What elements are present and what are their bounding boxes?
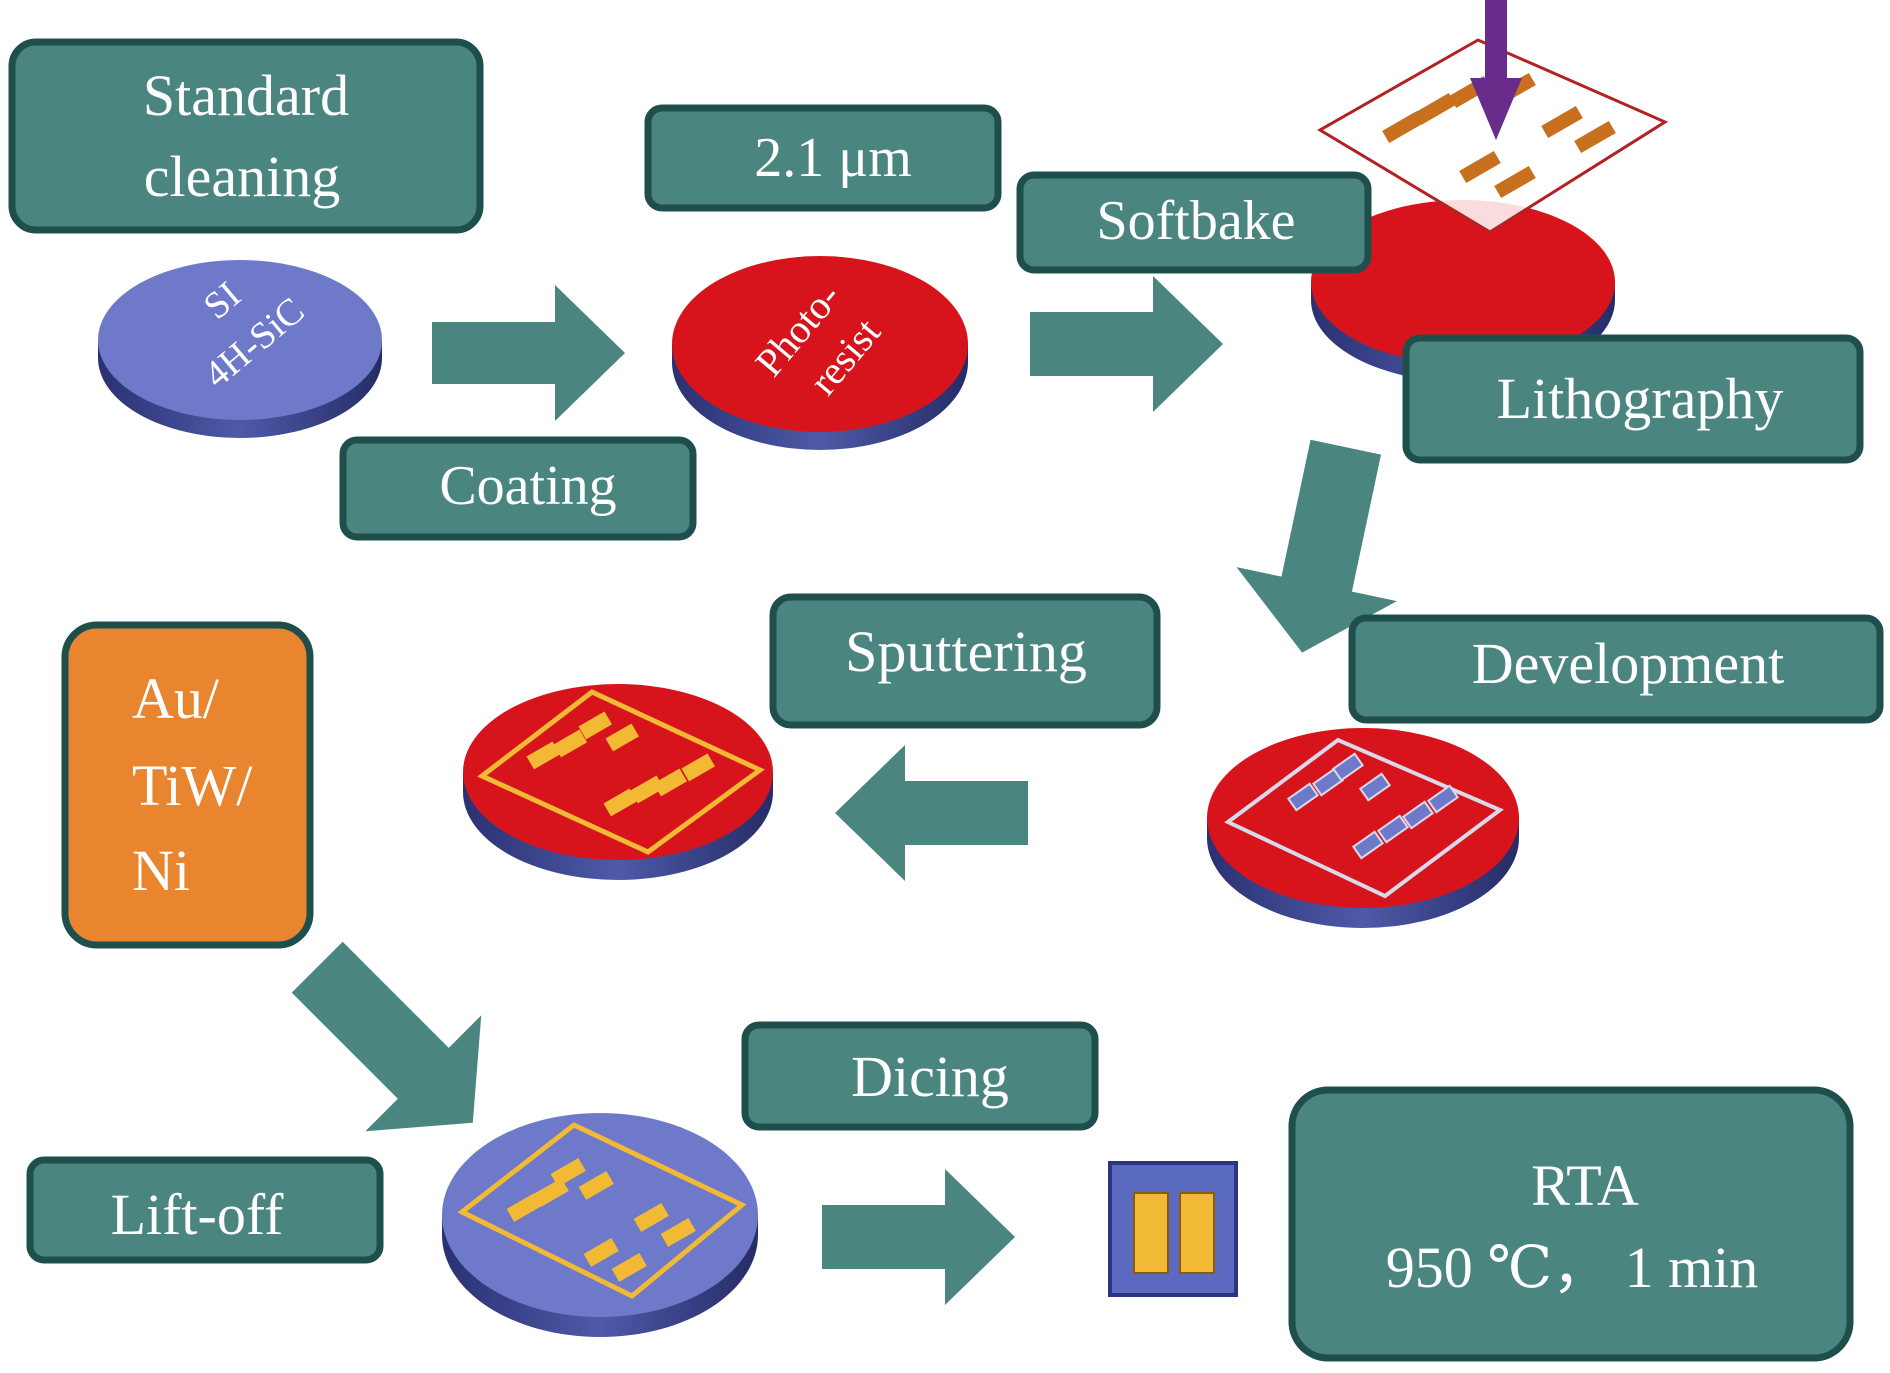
label-dicing: Dicing <box>851 1044 1009 1109</box>
wafer-sputtered <box>463 684 773 880</box>
arrow-metal-to-liftoff <box>291 941 482 1132</box>
box-thickness: 2.1 μm <box>644 104 1002 212</box>
arrow-lithography-to-development <box>1236 439 1397 653</box>
label-metal-1: Au/ <box>132 666 220 731</box>
arrow-coating <box>432 285 625 421</box>
box-dicing: Dicing <box>741 1021 1099 1131</box>
box-lift-off: Lift-off <box>26 1156 384 1264</box>
label-metal-3: Ni <box>132 838 190 903</box>
label-sputtering: Sputtering <box>845 619 1087 684</box>
label-lift-off: Lift-off <box>111 1182 285 1247</box>
arrow-dicing <box>822 1169 1015 1305</box>
box-coating: Coating <box>339 436 697 541</box>
wafer-lift-off <box>442 1113 758 1337</box>
wafer-sic-substrate: SI 4H-SiC <box>98 260 382 438</box>
wafer-developed <box>1207 728 1519 928</box>
wafer-photoresist: Photo- resist <box>672 256 968 450</box>
label-standard-cleaning-1: Standard <box>143 63 349 128</box>
box-standard-cleaning: Standard cleaning <box>8 38 484 234</box>
label-rta-1: RTA <box>1531 1153 1639 1218</box>
arrow-softbake <box>1030 276 1223 412</box>
box-rta: RTA 950 ℃， 1 min <box>1288 1086 1854 1362</box>
photomask <box>1317 38 1669 234</box>
label-rta-2: 950 ℃， 1 min <box>1386 1235 1759 1300</box>
box-lithography: Lithography <box>1402 334 1864 464</box>
label-thickness: 2.1 μm <box>754 127 912 189</box>
diced-chip <box>1108 1161 1238 1297</box>
label-development: Development <box>1472 631 1784 696</box>
exposure-arrow-icon <box>1470 0 1522 140</box>
box-sputtering: Sputtering <box>769 593 1161 729</box>
label-metal-2: TiW/ <box>132 753 253 818</box>
box-softbake: Softbake <box>1016 171 1372 274</box>
label-coating: Coating <box>439 455 616 517</box>
box-metal-stack: Au/ TiW/ Ni <box>61 621 314 949</box>
label-softbake: Softbake <box>1096 190 1295 252</box>
label-lithography: Lithography <box>1497 366 1784 431</box>
arrow-development-to-sputtering <box>835 745 1028 881</box>
label-standard-cleaning-2: cleaning <box>144 144 340 209</box>
box-development: Development <box>1348 614 1884 724</box>
